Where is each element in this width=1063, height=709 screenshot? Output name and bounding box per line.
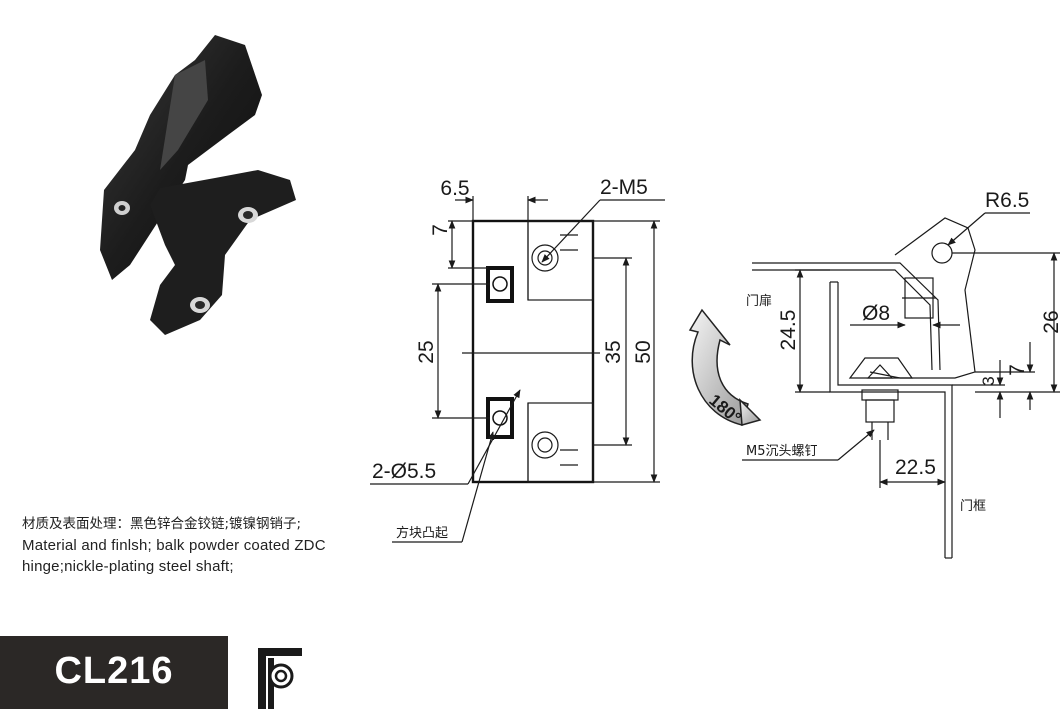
front-view: 6.5 7 25 35 50 2-M5 2-Ø5.5 方块凸起 xyxy=(370,176,665,543)
label-frame: 门框 xyxy=(960,499,986,514)
hinge-photo xyxy=(100,35,296,335)
model-number: CL216 xyxy=(54,650,174,692)
material-description: 材质及表面处理：黑色锌合金铰链;镀镍钢销子; Material and finl… xyxy=(22,514,352,577)
dim-dia-8: Ø8 xyxy=(862,302,890,325)
side-view: R6.5 24.5 Ø8 26 7 3 22.5 门扉 门框 xyxy=(742,189,1063,559)
dim-22-5: 22.5 xyxy=(895,456,936,479)
material-en-line2: hinge;nickle-plating steel shaft; xyxy=(22,558,234,575)
dim-35: 35 xyxy=(602,340,625,363)
dim-6-5: 6.5 xyxy=(440,177,469,200)
model-badge: CL216 xyxy=(0,636,228,709)
label-door: 门扉 xyxy=(746,293,772,309)
thread-hole-bottom xyxy=(531,431,559,459)
dim-r6-5: R6.5 xyxy=(985,189,1029,212)
dim-50: 50 xyxy=(632,340,655,363)
rotation-arrow: 180° xyxy=(688,308,762,428)
dim-25: 25 xyxy=(415,340,438,363)
dim-7-side: 7 xyxy=(1006,364,1029,376)
pivot-circle xyxy=(931,242,953,264)
dim-26: 26 xyxy=(1040,310,1063,333)
label-2-dia-5-5: 2-Ø5.5 xyxy=(372,460,436,483)
dim-24-5: 24.5 xyxy=(777,310,800,351)
thread-hole-top xyxy=(531,244,559,272)
label-screw: M5沉头螺钉 xyxy=(746,444,818,459)
label-2-m5: 2-M5 xyxy=(600,176,648,199)
hinge-type-icon xyxy=(258,648,302,709)
label-square-boss: 方块凸起 xyxy=(396,525,448,541)
material-en-line1: Material and finlsh; balk powder coated … xyxy=(22,537,326,554)
material-cn: 材质及表面处理：黑色锌合金铰链;镀镍钢销子; xyxy=(22,516,302,532)
dim-7: 7 xyxy=(429,224,452,236)
dim-3: 3 xyxy=(979,376,998,385)
